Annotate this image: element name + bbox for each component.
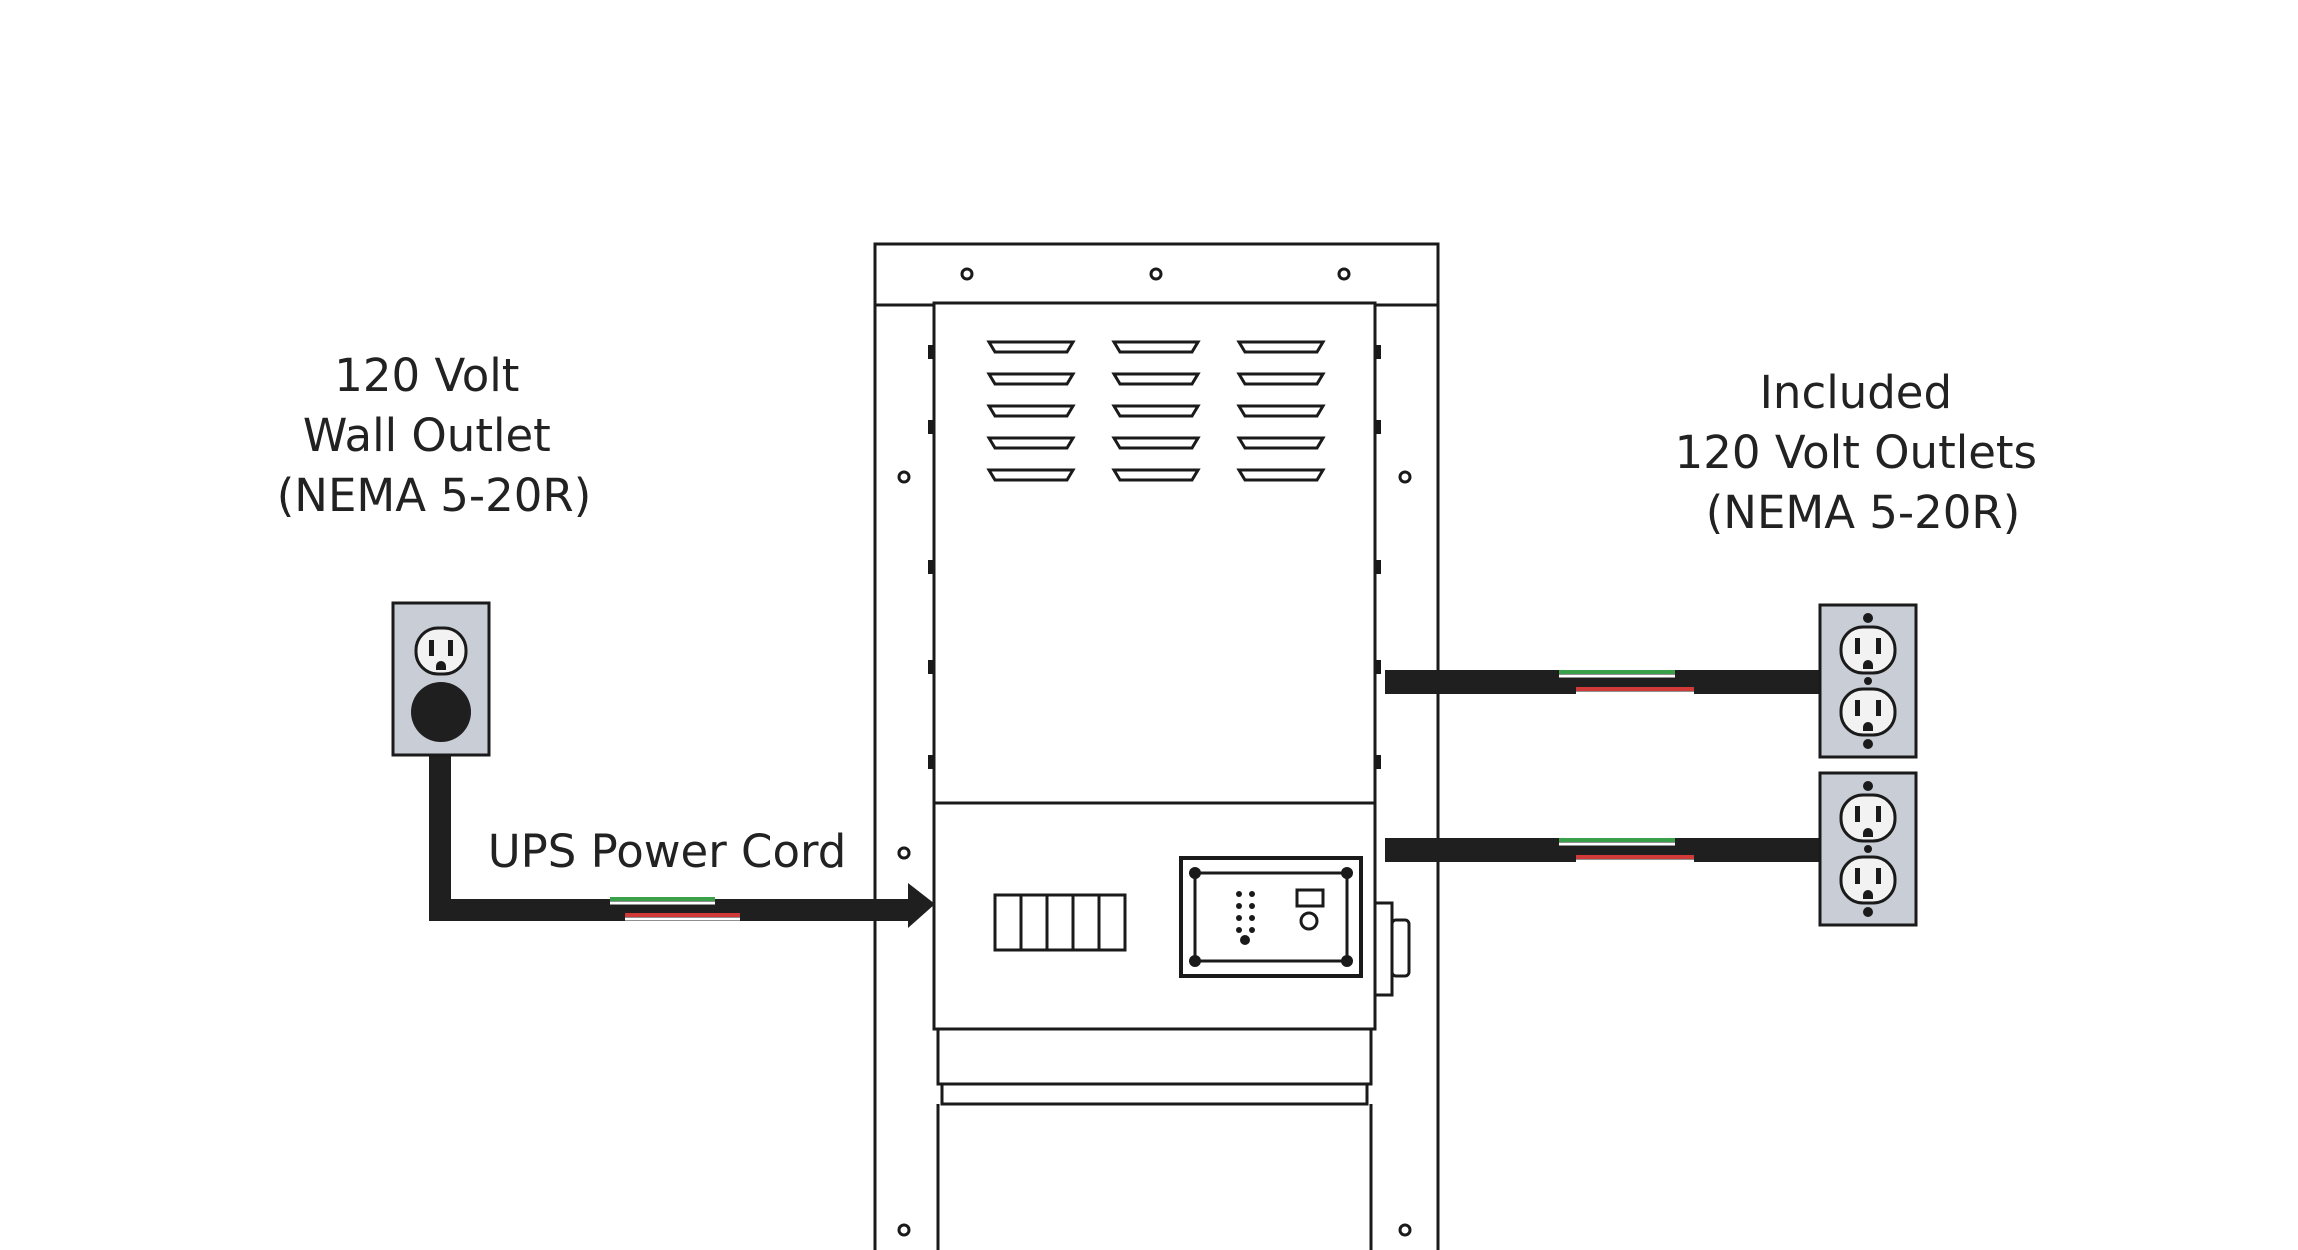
vent-louver bbox=[1236, 340, 1326, 354]
vent-louver bbox=[986, 468, 1076, 482]
vent-louver bbox=[1236, 372, 1326, 386]
vent-louver bbox=[1236, 468, 1326, 482]
wall-outlet bbox=[391, 601, 491, 757]
rack-frame bbox=[873, 242, 1440, 1250]
included-outlet bbox=[1818, 603, 1918, 759]
ups-power-cord-label: UPS Power Cord bbox=[488, 825, 847, 878]
ups-upper-cabinet bbox=[928, 301, 1381, 805]
display-icon bbox=[1295, 888, 1325, 908]
vent-louvers bbox=[986, 340, 1326, 482]
vent-louver bbox=[986, 436, 1076, 450]
control-panel bbox=[1179, 856, 1363, 978]
duplex-outlet-icon bbox=[1839, 687, 1897, 737]
vent-louver bbox=[1111, 436, 1201, 450]
wall-outlet-label: 120 Volt Wall Outlet (NEMA 5-20R) bbox=[277, 349, 592, 522]
vent-louver bbox=[1236, 404, 1326, 418]
output-cord-bottom bbox=[1385, 838, 1823, 863]
vent-louver bbox=[1111, 468, 1201, 482]
battery-indicator bbox=[993, 893, 1127, 952]
duplex-outlet-icon bbox=[1839, 625, 1897, 675]
duplex-outlet-icon bbox=[1839, 855, 1897, 905]
duplex-outlet-icon bbox=[1839, 793, 1897, 843]
arrowhead-icon bbox=[908, 883, 935, 928]
vent-louver bbox=[986, 372, 1076, 386]
included-outlet bbox=[1818, 771, 1918, 927]
duplex-outlet-icon bbox=[414, 626, 468, 676]
vent-louver bbox=[986, 404, 1076, 418]
vent-louver bbox=[986, 340, 1076, 354]
vent-louver bbox=[1111, 372, 1201, 386]
side-connector bbox=[1373, 901, 1411, 997]
included-outlets bbox=[1818, 603, 1918, 927]
output-cord-top bbox=[1385, 670, 1823, 695]
plug-icon bbox=[411, 682, 471, 742]
indicator-led-icon bbox=[1299, 911, 1319, 931]
vent-louver bbox=[1236, 436, 1326, 450]
included-outlets-label: Included 120 Volt Outlets (NEMA 5-20R) bbox=[1675, 366, 2052, 539]
vent-louver bbox=[1111, 404, 1201, 418]
power-button-icon bbox=[1240, 935, 1250, 945]
vent-louver bbox=[1111, 340, 1201, 354]
ups-power-cord bbox=[429, 720, 935, 928]
